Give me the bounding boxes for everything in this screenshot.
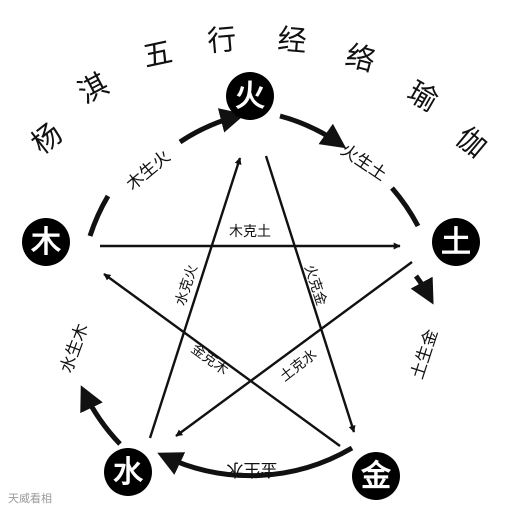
title-char: 瑜 [402,74,444,118]
node-wood: 木 [22,218,70,266]
title-char: 络 [342,38,379,78]
label-earth-controls-water: 土克水 [277,347,320,385]
node-water: 水 [104,448,152,496]
title-char: 伽 [449,120,493,165]
arc-wood-fire [178,108,246,145]
node-fire-label: 火 [235,79,265,114]
line-fire-metal [264,155,356,433]
label-metal-generates-water: 金生水 [227,459,278,479]
node-metal: 金 [352,452,400,500]
label-wood-controls-earth: 木克土 [229,224,271,240]
line-metal-wood [103,273,341,447]
node-wood-label: 木 [30,225,61,260]
node-earth-label: 土 [441,225,471,260]
title-char: 行 [206,22,238,58]
arc-metal-water [157,445,354,479]
controlling-labels: 木克土 土克水 水克火 火克金 金克木 [173,224,329,385]
controlling-star [100,155,413,447]
node-water-label: 水 [113,455,144,490]
generating-labels: 木生火 火生土 土生金 金生水 水生木 [57,140,443,479]
title-char: 淇 [72,66,114,110]
label-water-generates-wood: 水生木 [57,321,93,376]
arc-earth-metal [410,274,434,305]
label-metal-controls-wood: 金克木 [188,341,231,379]
title-char: 杨 [25,116,69,161]
title-char: 经 [276,22,308,58]
line-water-fire [148,157,242,439]
label-wood-generates-fire: 木生火 [123,147,175,195]
node-earth: 土 [432,218,480,266]
arc-water-wood [80,385,122,446]
title-char: 五 [140,34,175,73]
line-earth-water [175,261,413,437]
generating-cycle [80,108,434,479]
arc-wood-upper [87,194,111,237]
label-earth-generates-metal: 土生金 [408,327,443,382]
watermark: 天威看相 [8,492,52,505]
label-fire-controls-metal: 火克金 [301,263,329,308]
arc-earth-upper [390,186,421,228]
label-water-controls-fire: 水克火 [173,263,201,308]
arc-fire-earth [279,113,347,149]
node-fire: 火 [226,72,274,120]
element-nodes: 火 土 金 水 木 [22,72,480,500]
label-fire-generates-earth: 火生土 [337,140,390,185]
node-metal-label: 金 [360,459,392,494]
